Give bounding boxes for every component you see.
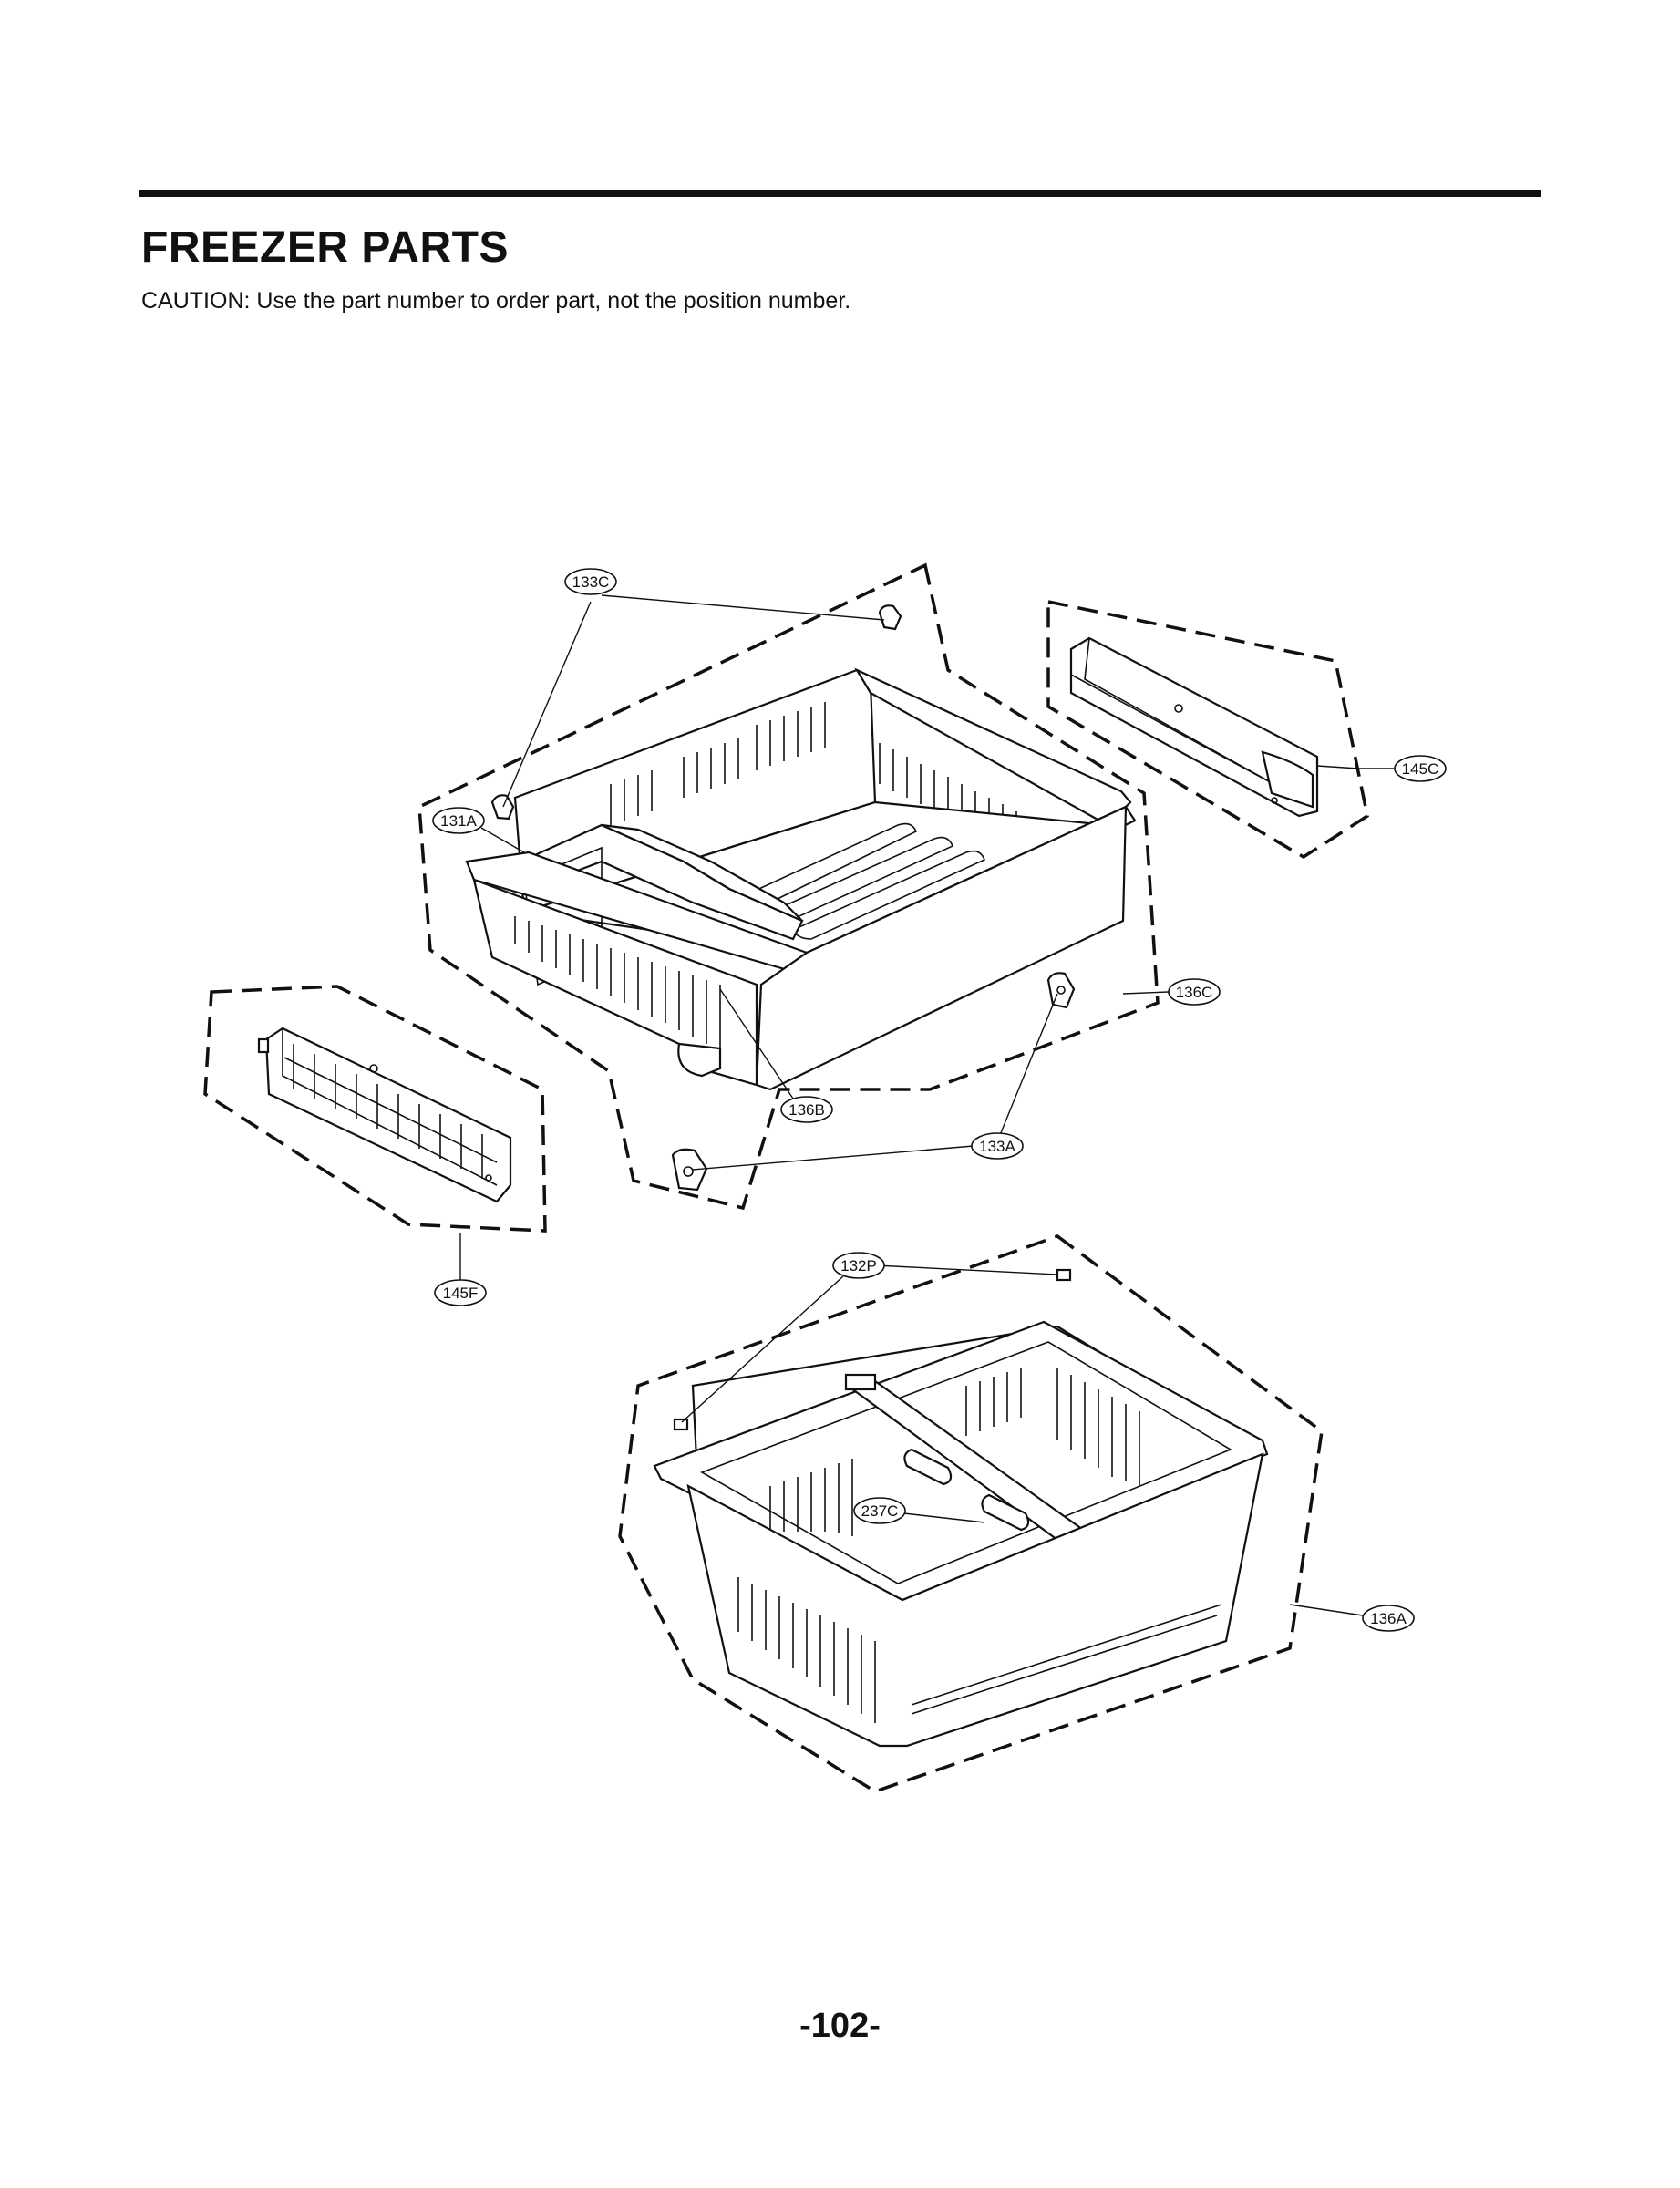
rail-145f-group-boundary — [203, 985, 547, 1233]
svg-text:136A: 136A — [1370, 1610, 1407, 1627]
pad-132p-right — [1056, 1268, 1072, 1282]
upper-drawer-group-boundary — [417, 562, 1160, 1211]
callout-132p: 132P — [832, 1252, 885, 1279]
svg-text:136B: 136B — [788, 1101, 825, 1119]
leader-lines — [459, 594, 1395, 1616]
caution-note: CAUTION: Use the part number to order pa… — [141, 288, 851, 314]
rail-145c — [1069, 636, 1319, 818]
stopper-133c-right — [878, 604, 902, 631]
pad-132p-left — [673, 1418, 689, 1431]
stopper-133a-right — [1046, 972, 1076, 1009]
callout-136a: 136A — [1362, 1605, 1415, 1632]
svg-text:237C: 237C — [861, 1502, 899, 1520]
callout-237c: 237C — [853, 1497, 906, 1524]
stopper-133a-left — [671, 1148, 708, 1192]
upper-drawer — [465, 667, 1137, 1091]
callout-133a: 133A — [971, 1132, 1024, 1160]
svg-text:132P: 132P — [840, 1257, 877, 1275]
svg-text:145F: 145F — [443, 1285, 479, 1302]
callout-145c: 145C — [1394, 755, 1447, 782]
lower-basket — [653, 1320, 1269, 1748]
rail-145c-group-boundary — [1046, 599, 1369, 860]
callout-131a: 131A — [432, 807, 485, 834]
lower-basket-group-boundary — [618, 1234, 1324, 1793]
callout-133c: 133C — [564, 568, 617, 595]
callout-136c: 136C — [1168, 978, 1221, 1006]
svg-text:145C: 145C — [1402, 760, 1439, 778]
svg-text:133A: 133A — [979, 1138, 1015, 1155]
svg-text:133C: 133C — [572, 573, 610, 591]
stopper-133c-left — [490, 794, 515, 820]
header-rule — [139, 190, 1541, 197]
svg-text:131A: 131A — [440, 812, 477, 830]
svg-text:136C: 136C — [1176, 984, 1213, 1001]
rail-145f — [257, 1027, 512, 1203]
callout-145f: 145F — [434, 1279, 487, 1306]
page-title: FREEZER PARTS — [141, 223, 509, 272]
page-number: -102- — [799, 2007, 881, 2045]
callout-136b: 136B — [780, 1096, 833, 1123]
